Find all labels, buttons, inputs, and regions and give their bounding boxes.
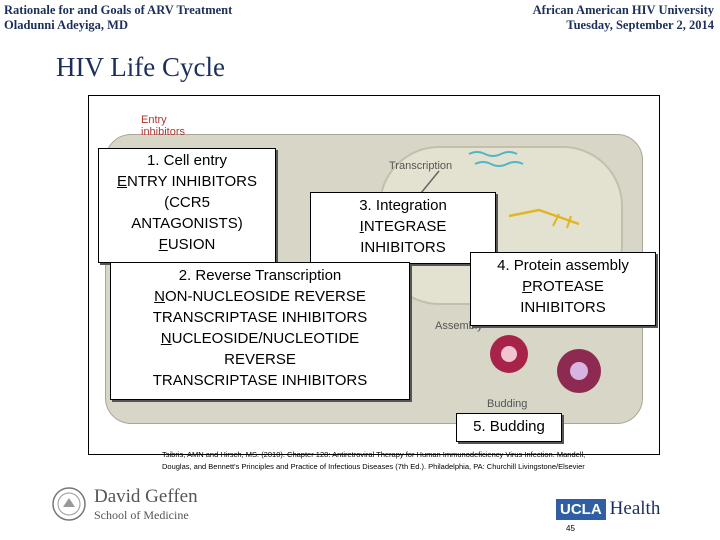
- citation: Tsibris, AMN and Hirsch, MS. (2010). Cha…: [162, 449, 662, 473]
- step-3-drug-class: INTEGRASE: [359, 218, 447, 235]
- rna-strands-icon: [468, 151, 524, 167]
- step-3-integration-box: 3. Integration INTEGRASE INHIBITORS: [310, 192, 496, 264]
- step-3-drug-detail: INHIBITORS: [360, 239, 446, 256]
- header-right: African American HIV University Tuesday,…: [533, 3, 714, 33]
- transcription-arrow-icon: [420, 170, 440, 194]
- citation-line-1: Tsibris, AMN and Hirsch, MS. (2010). Cha…: [162, 450, 586, 459]
- step-1-drug-detail-a: (CCR5: [164, 194, 210, 211]
- transcription-label: Transcription: [389, 160, 453, 172]
- step-4-title: 4. Protein assembly: [497, 257, 629, 274]
- event-name: African American HIV University: [532, 3, 714, 17]
- step-1-drug-detail-b: ANTAGONISTS): [131, 215, 243, 232]
- budding-label: Budding: [487, 398, 528, 410]
- presentation-title: Rationale for and Goals of ARV Treatment: [4, 3, 233, 17]
- ucla-seal-icon: [52, 487, 86, 521]
- step-2-drug-class-a: NON-NUCLEOSIDE REVERSE: [154, 288, 366, 305]
- integrated-dna-icon: [508, 208, 580, 229]
- budding-virus-icon: [490, 335, 601, 393]
- ucla-wordmark: UCLA: [556, 498, 606, 520]
- step-4-protein-assembly-box: 4. Protein assembly PROTEASE INHIBITORS: [470, 252, 656, 326]
- step-4-drug-class: PROTEASE: [522, 278, 604, 295]
- step-4-drug-detail: INHIBITORS: [520, 299, 606, 316]
- step-1-drug-class: ENTRY INHIBITORS: [116, 173, 258, 190]
- step-5-title: 5. Budding: [473, 418, 545, 435]
- presenter-name: Oladunni Adeyiga, MD: [4, 18, 128, 32]
- step-5-budding-box: 5. Budding: [456, 413, 562, 442]
- geffen-name: David Geffen: [94, 486, 198, 507]
- header-left: Rationale for and Goals of ARV Treatment…: [4, 3, 232, 33]
- step-2-reverse-transcription-box: 2. Reverse Transcription NON-NUCLEOSIDE …: [110, 262, 410, 400]
- step-2-title: 2. Reverse Transcription: [178, 267, 342, 284]
- step-1-fusion: FUSION: [158, 236, 216, 253]
- citation-line-2: Douglas, and Bennett's Principles and Pr…: [162, 462, 585, 471]
- event-date: Tuesday, September 2, 2014: [566, 18, 714, 32]
- step-2-drug-class-b: NUCLEOSIDE/NUCLEOTIDE: [160, 330, 360, 347]
- entry-inhibitors-label: Entry inhibitors: [141, 114, 186, 138]
- slide-title: HIV Life Cycle: [56, 52, 225, 82]
- step-3-title: 3. Integration: [359, 197, 447, 214]
- page-number: 45: [566, 524, 575, 533]
- step-2-drug-class-b-end: TRANSCRIPTASE INHIBITORS: [152, 372, 368, 389]
- health-wordmark: Health: [609, 498, 661, 519]
- step-1-cell-entry-box: 1. Cell entry ENTRY INHIBITORS (CCR5 ANT…: [98, 148, 276, 263]
- geffen-school: School of Medicine: [94, 508, 189, 522]
- step-1-title: 1. Cell entry: [146, 152, 228, 169]
- step-2-drug-class-a-cont: TRANSCRIPTASE INHIBITORS: [152, 309, 368, 326]
- david-geffen-logo: David Geffen School of Medicine: [52, 485, 202, 525]
- step-2-drug-class-b-cont: REVERSE: [224, 351, 296, 368]
- life-cycle-illustration: [420, 151, 613, 393]
